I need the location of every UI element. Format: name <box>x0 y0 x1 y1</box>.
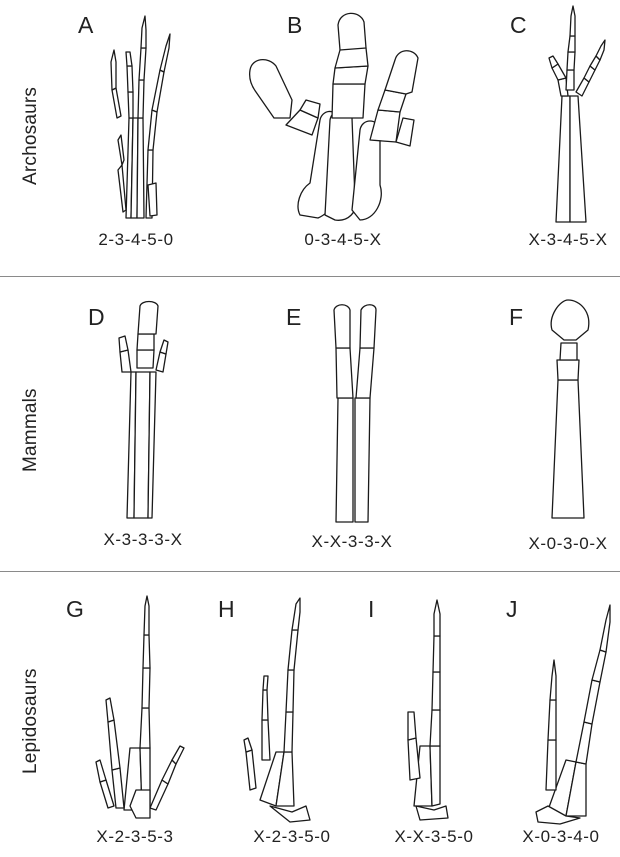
foot-drawing-j <box>536 605 610 824</box>
foot-drawing-h <box>244 598 310 822</box>
foot-drawing-i <box>408 600 448 820</box>
foot-drawing-e <box>334 305 376 522</box>
foot-drawing-a <box>111 16 170 218</box>
foot-drawing-g <box>96 596 184 818</box>
foot-drawing-f <box>551 300 589 518</box>
foot-drawing-c <box>549 6 605 222</box>
foot-drawing-b <box>250 13 418 220</box>
foot-drawing-d <box>119 302 168 519</box>
